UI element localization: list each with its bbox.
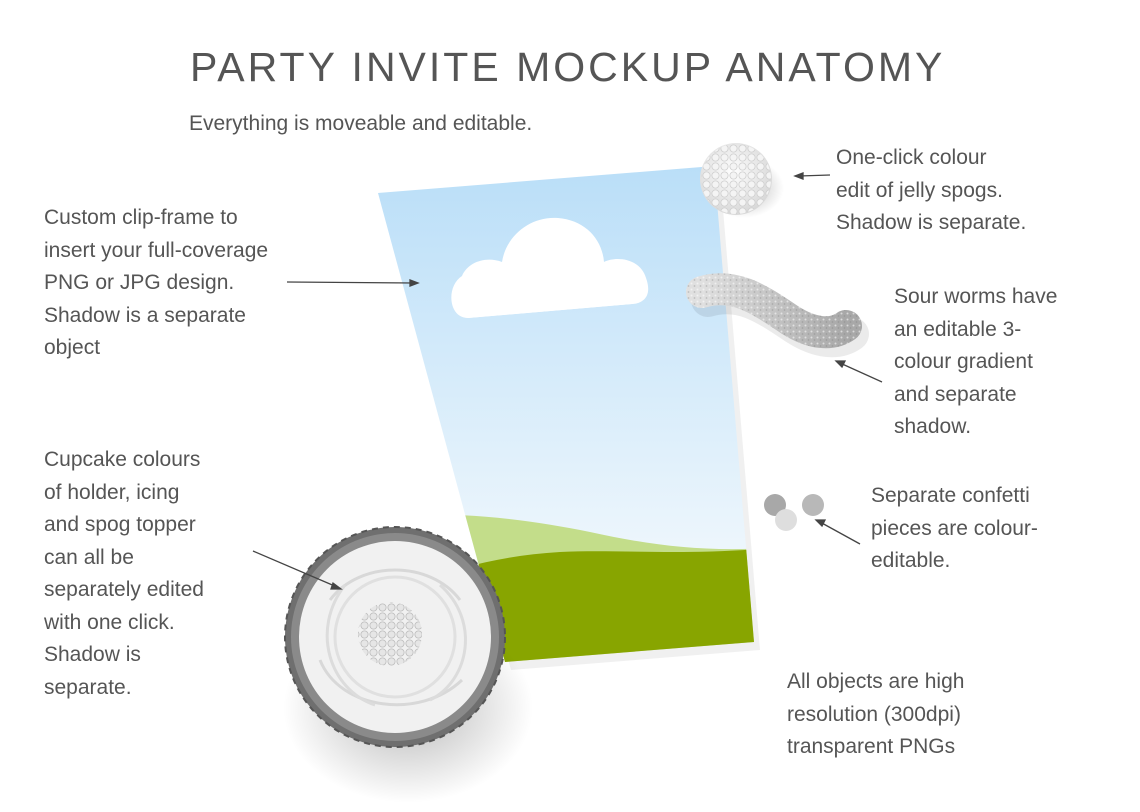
callout-line: and separate (894, 382, 1017, 406)
callout-line: All objects are high (787, 670, 965, 693)
callout-line: Custom clip-frame to (44, 206, 238, 229)
callout-line: editable. (871, 549, 951, 572)
arrow-cupcake (252, 550, 338, 588)
callout-cupcake: Cupcake colours of holder, icing and spo… (44, 444, 204, 704)
cupcake-spog-topper (358, 602, 422, 666)
callout-line: transparent PNGs (787, 735, 956, 758)
callout-line: Separate confetti (871, 484, 1030, 507)
callout-spog: One-click colour edit of jelly spogs. Sh… (836, 142, 1026, 240)
callout-line: Sour worms have (894, 285, 1058, 308)
callout-confetti: Separate confetti pieces are colour- edi… (871, 480, 1038, 578)
jelly-spog (700, 143, 784, 218)
callout-line: Cupcake colours (44, 448, 201, 471)
callout-line: and spog topper (44, 513, 196, 536)
arrow-confetti (819, 521, 861, 545)
callout-line: object (44, 336, 101, 359)
callout-line: resolution (300dpi) (787, 702, 961, 726)
callout-line: of holder, icing (44, 480, 180, 504)
arrow-spog (798, 174, 831, 177)
callout-line: an editable 3- (894, 317, 1022, 341)
callout-line: edit of jelly spogs. (836, 178, 1003, 202)
arrow-clip-frame (286, 281, 415, 284)
sour-worm (686, 273, 869, 358)
arrow-worms (839, 362, 883, 383)
callout-line: Shadow is a separate (44, 303, 246, 327)
callout-line: shadow. (894, 415, 972, 438)
page-subtitle: Everything is moveable and editable. (189, 112, 533, 135)
callout-worms: Sour worms have an editable 3- colour gr… (894, 281, 1057, 444)
leader-lines (252, 172, 883, 590)
callout-line: can all be (44, 545, 134, 569)
confetti-pieces (764, 494, 824, 531)
callout-line: colour gradient (894, 350, 1033, 373)
callout-line: pieces are colour- (871, 516, 1038, 540)
callout-clip-frame: Custom clip-frame to insert your full-co… (44, 202, 268, 365)
callout-line: separate. (44, 675, 132, 699)
callout-line: Shadow is (44, 643, 141, 666)
page-title: PARTY INVITE MOCKUP ANATOMY (190, 44, 946, 90)
callout-resolution: All objects are high resolution (300dpi)… (787, 666, 964, 764)
callout-line: insert your full-coverage (44, 238, 269, 262)
cupcake (283, 526, 533, 803)
callout-line: PNG or JPG design. (44, 271, 235, 294)
callout-line: One-click colour (836, 146, 987, 169)
callout-line: with one click. (44, 610, 175, 634)
callout-line: separately edited (44, 578, 204, 601)
callout-line: Shadow is separate. (836, 211, 1027, 234)
cloud-icon (451, 217, 649, 318)
